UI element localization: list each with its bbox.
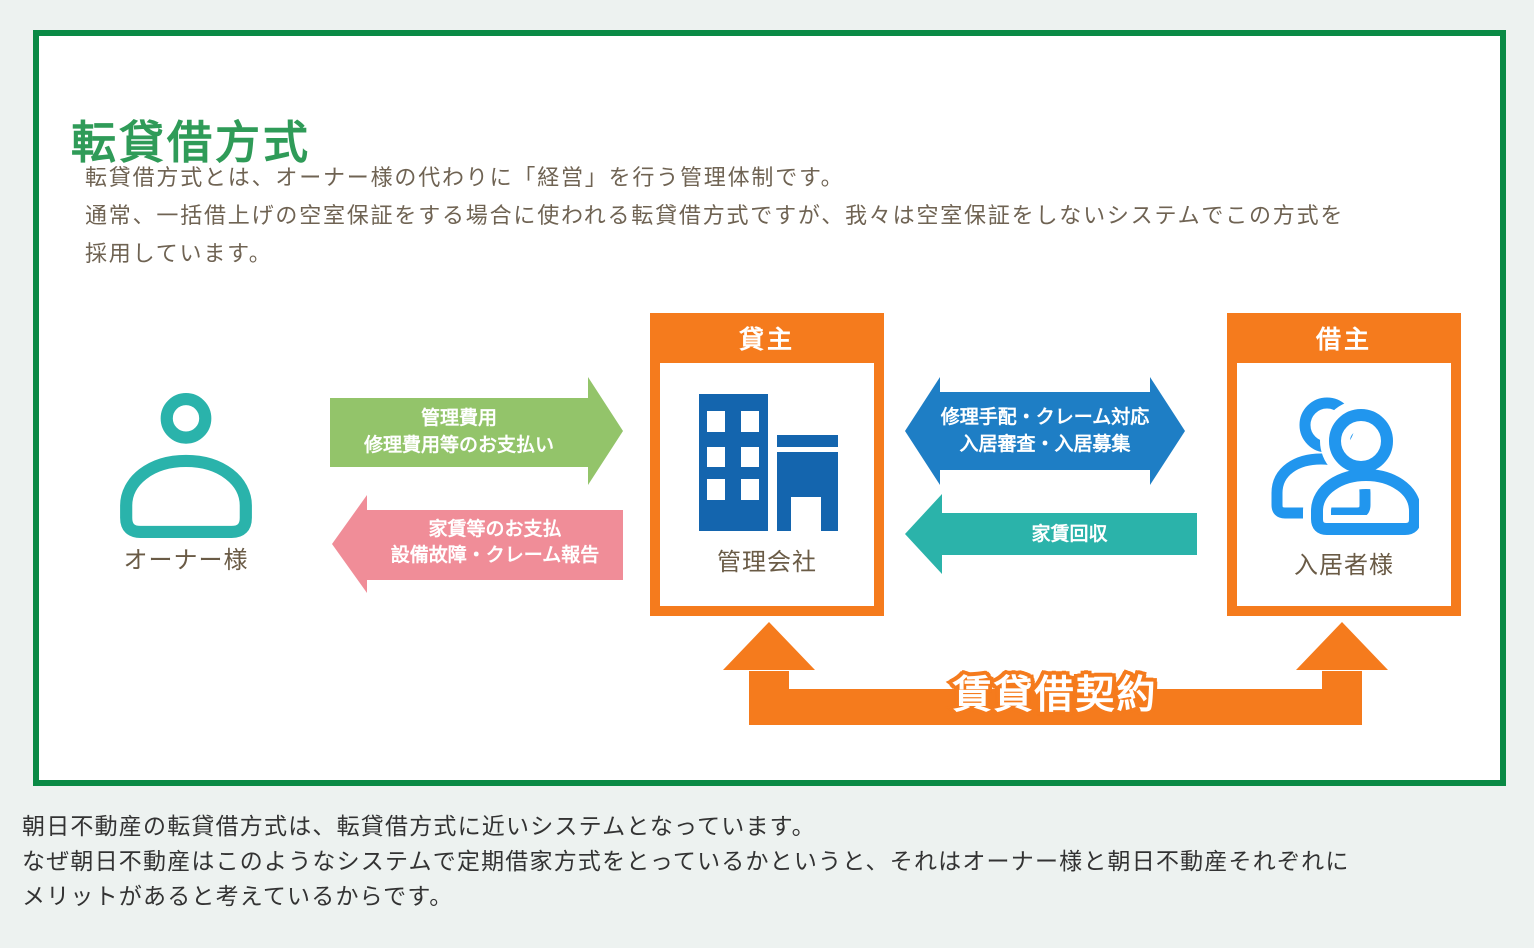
arrow-repairs: 修理手配・クレーム対応 入居審査・入居募集 <box>905 377 1185 485</box>
intro-line: 転貸借方式とは、オーナー様の代わりに「経営」を行う管理体制です。 <box>85 165 845 190</box>
arrow-body <box>367 510 623 580</box>
landlord-box: 貸主 管理会社 <box>650 313 884 616</box>
tenant-label: 入居者様 <box>1294 552 1394 579</box>
intro-line: 採用しています。 <box>85 241 273 266</box>
arrow-label: 修理手配・クレーム対応 入居審査・入居募集 <box>940 407 1150 455</box>
owner-label: オーナー様 <box>123 547 249 574</box>
tenant-box: 借主 入居者様 <box>1227 313 1461 616</box>
lease-stem-right <box>1322 671 1362 690</box>
lease-contract-label: 賃貸借契約 <box>949 671 1159 721</box>
arrow-body <box>942 513 1197 555</box>
tenant-box-body: 入居者様 <box>1237 363 1451 606</box>
arrow-left-head <box>905 494 942 574</box>
arrow-body <box>940 392 1150 470</box>
arrow-management-fees: 管理費用 修理費用等のお支払い <box>330 377 623 485</box>
footer-line: メリットがあると考えているからです。 <box>22 883 454 909</box>
landlord-role-header: 貸主 <box>738 326 795 354</box>
landlord-label: 管理会社 <box>717 549 817 576</box>
lease-arrow-up-left <box>723 622 815 670</box>
arrow-label: 家賃等のお支払 設備故障・クレーム報告 <box>390 519 600 566</box>
arrow-right-head <box>588 377 623 485</box>
panel-title: 転貸借方式 <box>71 118 312 169</box>
footer-paragraph: 朝日不動産の転貸借方式は、転貸借方式に近いシステムとなっています。 なぜ朝日不動… <box>22 809 1350 914</box>
arrow-rent-collection: 家賃回収 <box>905 494 1197 574</box>
footer-line: 朝日不動産の転貸借方式は、転貸借方式に近いシステムとなっています。 <box>22 813 816 839</box>
arrow-body <box>330 398 588 467</box>
building-icon <box>698 394 838 531</box>
intro-paragraph: 転貸借方式とは、オーナー様の代わりに「経営」を行う管理体制です。 通常、一括借上… <box>85 159 1344 273</box>
footer-line: なぜ朝日不動産はこのようなシステムで定期借家方式をとっているかというと、それはオ… <box>22 848 1350 874</box>
lease-stem-left <box>749 671 789 690</box>
arrow-right-head <box>1150 377 1185 485</box>
landlord-box-body: 管理会社 <box>660 363 874 606</box>
arrow-label: 管理費用 修理費用等のお支払い <box>363 408 554 456</box>
tenant-role-header: 借主 <box>1315 326 1372 354</box>
lease-arrow-up-right <box>1296 622 1388 670</box>
intro-line: 通常、一括借上げの空室保証をする場合に使われる転貸借方式ですが、我々は空室保証を… <box>85 203 1345 228</box>
arrow-left-head <box>332 495 367 593</box>
person-outline-icon <box>120 393 252 538</box>
lease-contract-bar <box>749 689 1362 725</box>
arrow-left-head <box>905 377 940 485</box>
arrow-rent-payment: 家賃等のお支払 設備故障・クレーム報告 <box>332 495 623 593</box>
arrow-label: 家賃回収 <box>1031 524 1108 545</box>
people-icon <box>1271 397 1419 535</box>
